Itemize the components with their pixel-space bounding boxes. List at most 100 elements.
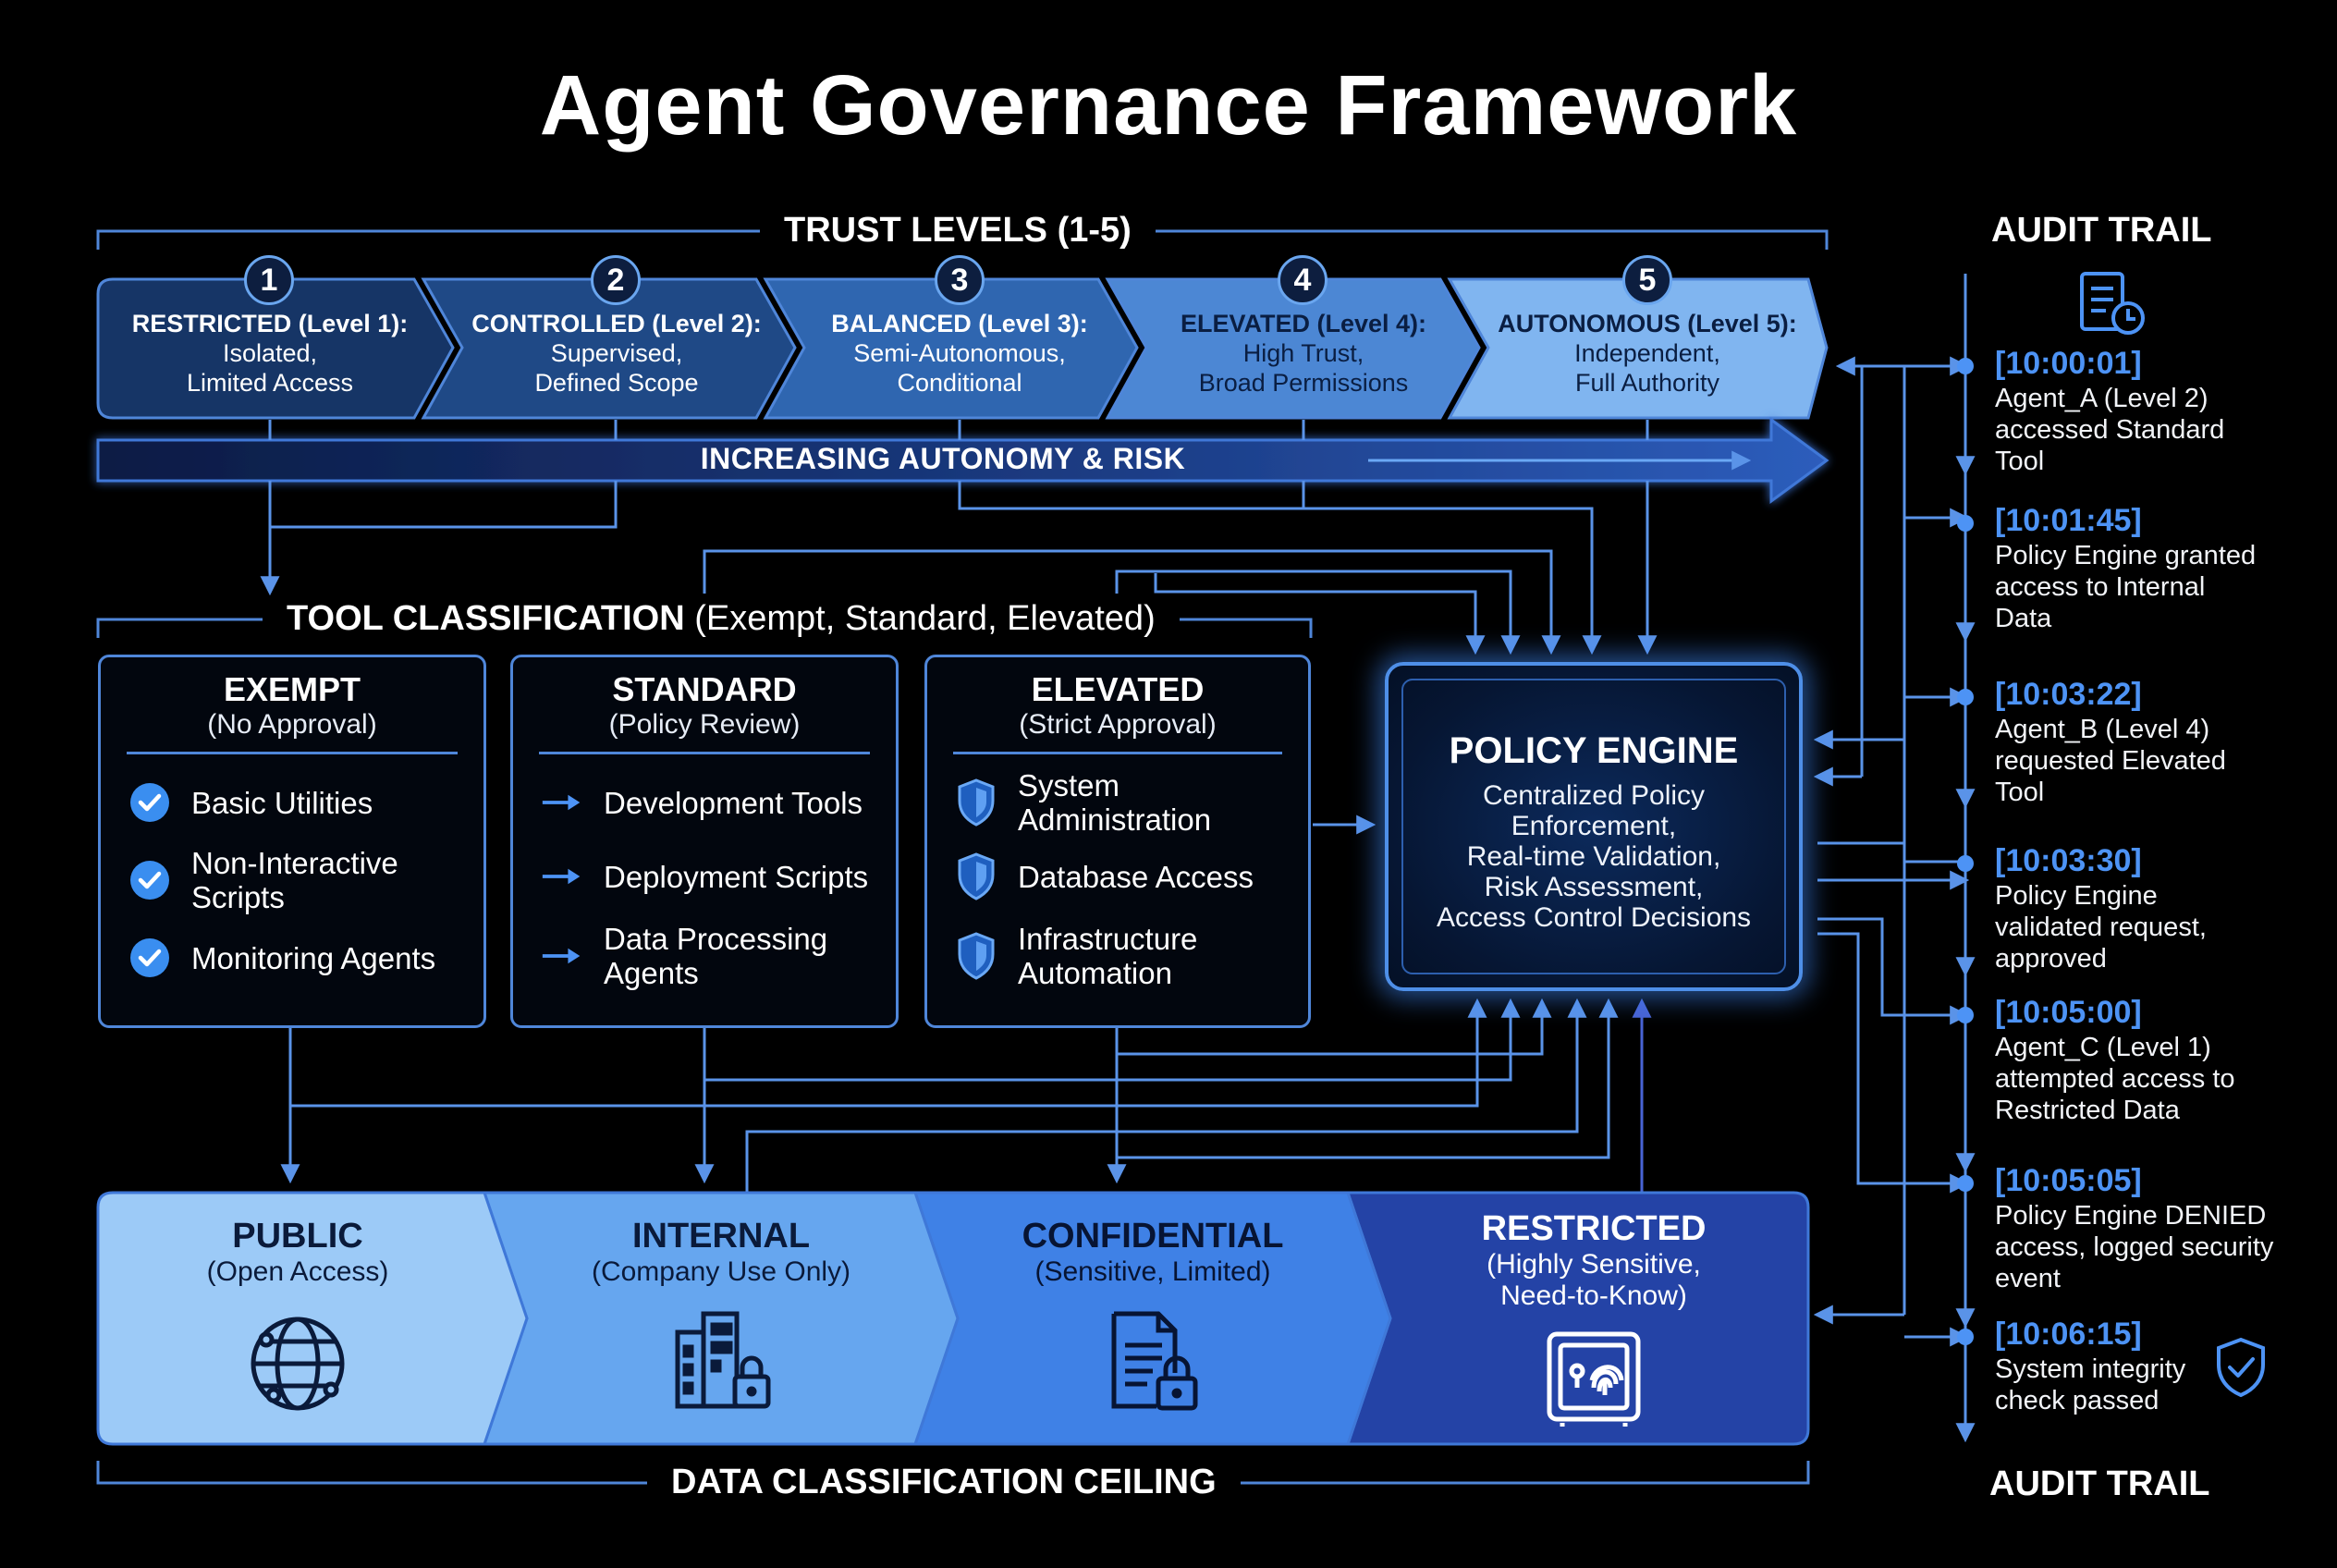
check-circle-icon <box>128 937 171 979</box>
policy-engine-line: Enforcement, <box>1511 811 1677 841</box>
tool-card-subtitle: (Strict Approval) <box>1019 709 1217 740</box>
policy-engine-line: Risk Assessment, <box>1484 872 1704 902</box>
trust-level-desc-2: Full Authority <box>1574 369 1720 397</box>
audit-timestamp: [10:05:05] <box>1995 1163 2142 1198</box>
tool-item: Development Tools <box>541 781 887 824</box>
document-lock-icon <box>958 1308 1348 1416</box>
audit-event-text: Agent_C (Level 1) attempted access to Re… <box>1995 1033 2235 1125</box>
trust-level-1: RESTRICTED (Level 1): Isolated, Limited … <box>111 277 429 420</box>
tool-classification-label: TOOL CLASSIFICATION (Exempt, Standard, E… <box>263 599 1180 639</box>
audit-timestamp: [10:05:00] <box>1995 995 2142 1030</box>
level-5-number: 5 <box>1622 255 1672 305</box>
tool-item: Monitoring Agents <box>128 937 474 979</box>
arrow-right-icon <box>541 781 583 824</box>
trust-level-tag: (Level 1): <box>291 310 409 337</box>
tool-item-label: Data Processing Agents <box>604 922 828 990</box>
audit-timestamp: [10:03:22] <box>1995 677 2142 712</box>
tool-card-title: EXEMPT <box>223 670 361 708</box>
trust-level-tag: (Level 2): <box>644 310 762 337</box>
data-tier-subtitle-2: Need-to-Know) <box>1500 1280 1687 1311</box>
policy-engine-circuit-frame <box>1401 679 1786 974</box>
audit-event-text: Agent_A (Level 2) accessed Standard Tool <box>1995 384 2225 476</box>
audit-timestamp: [10:00:01] <box>1995 346 2142 381</box>
tool-card-subtitle: (No Approval) <box>207 709 377 740</box>
trust-level-tag: (Level 5): <box>1680 310 1797 337</box>
trust-level-2: CONTROLLED (Level 2): Supervised, Define… <box>455 277 778 420</box>
tool-item-label: System Administration <box>1018 768 1212 837</box>
trust-level-desc-1: Isolated, <box>222 339 318 367</box>
shield-icon <box>955 778 997 827</box>
policy-engine-line: Access Control Decisions <box>1436 902 1752 933</box>
page-title: Agent Governance Framework <box>539 58 1798 153</box>
policy-engine: POLICY ENGINE Centralized Policy Enforce… <box>1385 662 1803 991</box>
trust-level-3: BALANCED (Level 3): Semi-Autonomous, Con… <box>797 277 1122 420</box>
audit-event-text: System integrity check passed <box>1995 1354 2186 1415</box>
audit-timestamp: [10:06:15] <box>1995 1317 2142 1352</box>
shield-check-icon <box>2215 1337 2267 1403</box>
data-tier-restricted: RESTRICTED (Highly Sensitive, Need-to-Kn… <box>1390 1193 1797 1444</box>
level-2-number: 2 <box>591 255 641 305</box>
tool-item-label: Non-Interactive Scripts <box>191 846 398 914</box>
audit-event-text: Policy Engine validated request, approve… <box>1995 881 2207 974</box>
data-tier-title: PUBLIC <box>232 1217 363 1256</box>
tool-item: Non-Interactive Scripts <box>128 846 474 914</box>
tool-item-label: Infrastructure Automation <box>1018 922 1198 990</box>
trust-level-name: ELEVATED <box>1180 310 1310 337</box>
data-tier-subtitle: (Highly Sensitive, <box>1487 1249 1701 1280</box>
tool-card-exempt: EXEMPT (No Approval) Basic Utilities Non… <box>98 655 486 1028</box>
level-3-number: 3 <box>935 255 985 305</box>
autonomy-risk-label: INCREASING AUTONOMY & RISK <box>700 442 1186 475</box>
tool-item-label: Monitoring Agents <box>191 940 436 975</box>
tool-classification-title: TOOL CLASSIFICATION <box>287 599 685 638</box>
tool-classification-subtitle: (Exempt, Standard, Elevated) <box>684 599 1156 638</box>
divider <box>539 752 870 754</box>
tool-card-elevated: ELEVATED (Strict Approval) System Admini… <box>924 655 1311 1028</box>
building-lock-icon <box>527 1308 915 1416</box>
check-circle-icon <box>128 859 171 901</box>
audit-event-text: Policy Engine DENIED access, logged secu… <box>1995 1201 2274 1293</box>
trust-level-name: AUTONOMOUS <box>1498 310 1681 337</box>
audit-event-text: Agent_B (Level 4) requested Elevated Too… <box>1995 715 2226 807</box>
trust-level-desc-2: Conditional <box>897 369 1022 397</box>
fingerprint-safe-icon <box>1390 1327 1797 1435</box>
trust-levels-label: TRUST LEVELS (1-5) <box>760 211 1156 251</box>
trust-level-4: ELEVATED (Level 4): High Trust, Broad Pe… <box>1141 277 1466 420</box>
audit-timestamp: [10:01:45] <box>1995 503 2142 538</box>
trust-level-name: CONTROLLED <box>471 310 645 337</box>
trust-level-desc-1: Supervised, <box>550 339 683 367</box>
audit-trail-footer: AUDIT TRAIL <box>1989 1464 2210 1503</box>
data-tier-subtitle: (Open Access) <box>206 1256 389 1287</box>
tool-card-subtitle: (Policy Review) <box>608 709 801 740</box>
divider <box>127 752 458 754</box>
shield-icon <box>955 852 997 900</box>
tool-item-label: Development Tools <box>604 785 863 820</box>
check-circle-icon <box>128 781 171 824</box>
data-tier-subtitle: (Company Use Only) <box>591 1256 851 1287</box>
audit-trail-header: AUDIT TRAIL <box>1991 211 2212 250</box>
level-1-number: 1 <box>244 255 294 305</box>
trust-level-tag: (Level 4): <box>1309 310 1427 337</box>
arrow-right-icon <box>541 935 583 977</box>
globe-icon <box>111 1312 484 1420</box>
tool-item: Data Processing Agents <box>541 922 887 990</box>
tool-card-title: STANDARD <box>612 670 797 708</box>
tool-item-label: Database Access <box>1018 859 1254 894</box>
policy-engine-line: Real-time Validation, <box>1466 841 1721 872</box>
tool-item: Basic Utilities <box>128 781 474 824</box>
trust-level-desc-2: Defined Scope <box>534 369 699 397</box>
audit-timestamp: [10:03:30] <box>1995 843 2142 878</box>
tool-item-label: Basic Utilities <box>191 785 373 820</box>
tool-item: System Administration <box>955 768 1299 837</box>
data-tier-subtitle: (Sensitive, Limited) <box>1034 1256 1271 1287</box>
data-classification-label: DATA CLASSIFICATION CEILING <box>647 1463 1241 1502</box>
trust-level-name: BALANCED <box>831 310 972 337</box>
trust-level-desc-1: High Trust, <box>1242 339 1364 367</box>
data-tier-public: PUBLIC (Open Access) <box>111 1193 484 1444</box>
tool-card-title: ELEVATED <box>1031 670 1205 708</box>
data-tier-confidential: CONFIDENTIAL (Sensitive, Limited) <box>958 1193 1348 1444</box>
data-tier-title: CONFIDENTIAL <box>1022 1217 1284 1256</box>
data-tier-title: RESTRICTED <box>1481 1209 1707 1248</box>
clipboard-clock-icon <box>2078 270 2148 341</box>
trust-level-desc-1: Independent, <box>1574 339 1720 367</box>
trust-level-desc-2: Broad Permissions <box>1198 369 1409 397</box>
